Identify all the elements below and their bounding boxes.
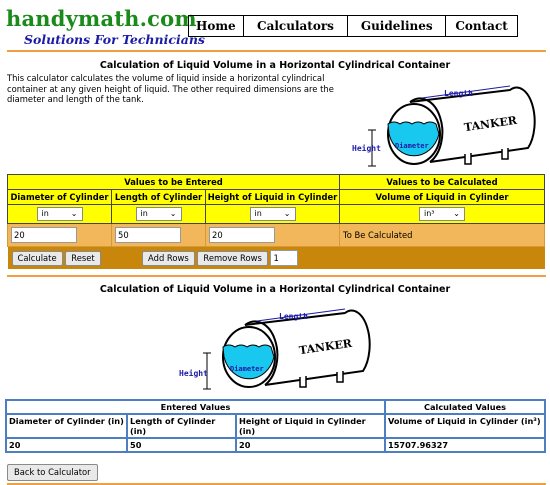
calculator-description: This calculator calculates the volume of… — [7, 73, 334, 104]
calculate-button[interactable]: Calculate — [11, 250, 63, 266]
col-height-header: Height of Liquid in Cylinder (in) — [235, 413, 386, 439]
result-volume: 15707.96327 — [384, 437, 546, 453]
col-volume-header: Volume of Liquid in Cylinder (in³) — [384, 413, 546, 439]
height-input[interactable]: 20 — [209, 227, 275, 243]
entered-values-header: Entered Values — [5, 399, 386, 415]
nav-contact[interactable]: Contact — [445, 15, 518, 37]
col-height-header: Height of Liquid in Cylinder — [205, 189, 340, 205]
col-length-header: Length of Cylinder (in) — [126, 413, 237, 439]
diameter-label: Diameter — [230, 365, 264, 373]
calculator-title: Calculation of Liquid Volume in a Horizo… — [99, 60, 451, 71]
footer-divider — [7, 483, 546, 485]
chevron-down-icon: ⌄ — [283, 209, 291, 218]
length-unit-select[interactable]: in⌄ — [135, 207, 182, 221]
main-nav: Home Calculators Guidelines Contact — [188, 15, 518, 37]
volume-unit-select[interactable]: in³⌄ — [419, 207, 465, 221]
calculator-form: Values to be Entered Values to be Calcul… — [7, 174, 545, 269]
col-diameter-header: Diameter of Cylinder — [7, 189, 112, 205]
result-length: 50 — [126, 437, 237, 453]
results-title: Calculation of Liquid Volume in a Horizo… — [99, 284, 451, 295]
height-label: Height — [352, 143, 381, 153]
col-volume-header: Volume of Liquid in Cylinder — [339, 189, 545, 205]
site-logo[interactable]: handymath.com — [6, 6, 197, 31]
length-dimension: Length — [421, 85, 511, 99]
nav-calculators[interactable]: Calculators — [242, 15, 349, 37]
calculator-button-bar: Calculate Reset Add Rows Remove Rows 1 — [7, 246, 545, 269]
height-label: Height — [179, 368, 208, 378]
section-divider — [7, 275, 546, 277]
remove-rows-button[interactable]: Remove Rows — [197, 250, 268, 266]
tank-diagram: Length Height Diameter TANKER — [179, 308, 371, 390]
tank-diagram: Length Height Diameter TANKER — [352, 85, 536, 167]
nav-guidelines[interactable]: Guidelines — [347, 15, 447, 37]
result-height: 20 — [235, 437, 386, 453]
height-unit-select[interactable]: in⌄ — [249, 207, 296, 221]
site-tagline: Solutions For Technicians — [24, 32, 205, 47]
length-input[interactable]: 50 — [115, 227, 181, 243]
length-label: Length — [444, 89, 473, 98]
col-diameter-header: Diameter of Cylinder (in) — [5, 413, 128, 439]
tank-cylinder — [387, 86, 536, 165]
length-dimension: Length — [256, 308, 346, 322]
header-divider — [7, 50, 546, 52]
col-length-header: Length of Cylinder — [111, 189, 206, 205]
chevron-down-icon: ⌄ — [453, 209, 460, 218]
chevron-down-icon: ⌄ — [70, 209, 78, 218]
reset-button[interactable]: Reset — [65, 250, 101, 266]
add-rows-button[interactable]: Add Rows — [142, 250, 195, 266]
diameter-unit-select[interactable]: in⌄ — [36, 207, 83, 221]
height-dimension: Height — [179, 352, 211, 390]
chevron-down-icon: ⌄ — [169, 209, 177, 218]
nav-home[interactable]: Home — [188, 15, 244, 37]
back-to-calculator-button[interactable]: Back to Calculator — [7, 464, 98, 481]
calculated-values-header: Calculated Values — [384, 399, 546, 415]
result-diameter: 20 — [5, 437, 128, 453]
calculated-values-header: Values to be Calculated — [339, 174, 545, 190]
length-label: Length — [279, 312, 308, 321]
rows-count-input[interactable]: 1 — [270, 250, 299, 266]
tank-cylinder — [222, 309, 371, 388]
results-table: Entered Values Calculated Values Diamete… — [5, 399, 546, 453]
entered-values-header: Values to be Entered — [7, 174, 340, 190]
diameter-label: Diameter — [395, 142, 429, 150]
height-dimension: Height — [352, 129, 381, 167]
volume-output: To Be Calculated — [339, 223, 545, 247]
diameter-input[interactable]: 20 — [11, 227, 77, 243]
